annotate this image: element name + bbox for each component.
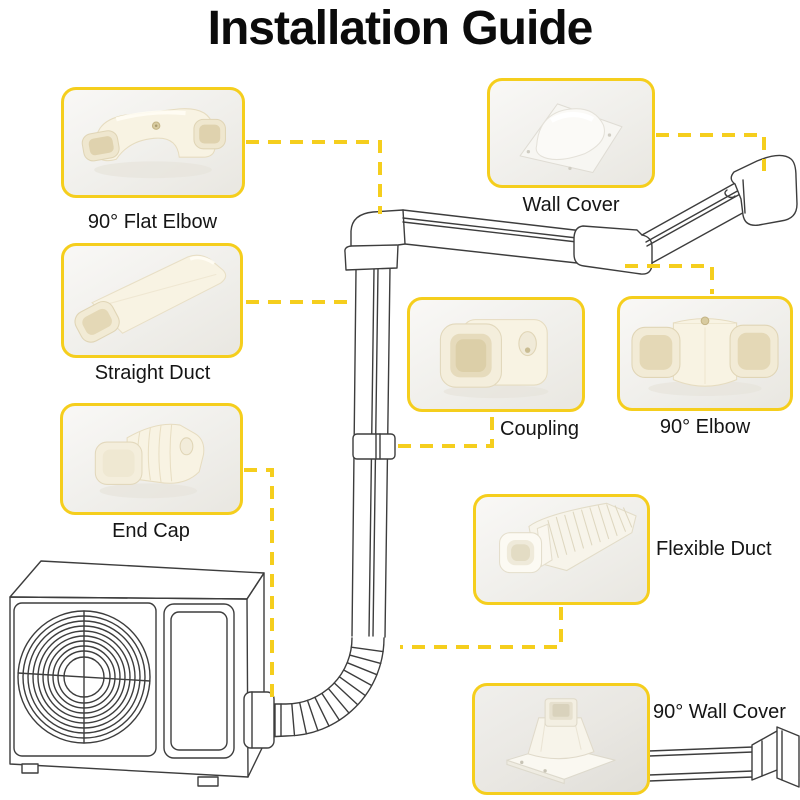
part-label-wall-cover: Wall Cover: [522, 194, 620, 216]
top-duct-drawing: [344, 154, 798, 275]
wall-cover-photo: [519, 103, 623, 174]
part-label-90-elbow: 90° Elbow: [659, 416, 751, 438]
part-label-straight-duct: Straight Duct: [94, 362, 211, 384]
part-box-90-wall-cover: [472, 683, 650, 795]
part-label-flexible-duct: Flexible Duct: [656, 538, 772, 560]
end-cap-drawing: [243, 691, 275, 749]
corner-elbow-drawing: [573, 225, 653, 275]
connector-end-cap: [244, 468, 274, 697]
part-label-90-flat-elbow: 90° Flat Elbow: [87, 211, 218, 233]
straight-duct-photo: [74, 254, 227, 343]
connector-elbow-90: [625, 264, 714, 294]
90-flat-elbow-photo: [81, 108, 226, 179]
part-box-coupling: [407, 297, 585, 412]
part-box-wall-cover: [487, 78, 655, 188]
connector-wall-cover: [656, 133, 766, 171]
flat-elbow-drawing: [344, 209, 406, 271]
part-label-90-wall-cover: 90° Wall Cover: [653, 701, 786, 723]
part-box-flexible-duct: [473, 494, 650, 605]
90-wall-cover-photo: [506, 698, 616, 785]
part-box-straight-duct: [61, 243, 243, 358]
90-elbow-photo: [631, 316, 779, 397]
end-cap-photo: [94, 423, 205, 499]
connector-flat-elbow: [246, 140, 382, 214]
wall-cover-drawing-top: [730, 154, 798, 226]
part-box-90-elbow: [617, 296, 793, 411]
connector-coupling: [398, 414, 494, 448]
wall-duct-drawing-bottom: [648, 726, 800, 788]
flexible-duct-photo: [499, 502, 637, 574]
vertical-duct-drawing: [351, 267, 396, 638]
wall-cover-90-drawing: [776, 726, 800, 788]
flexible-duct-drawing: [243, 637, 385, 749]
part-box-end-cap: [60, 403, 243, 515]
part-box-90-flat-elbow: [61, 87, 245, 198]
connector-flexible-duct: [400, 607, 563, 649]
fan-grille: [17, 610, 151, 744]
coupling-photo: [439, 319, 549, 399]
ac-unit-drawing: [9, 560, 265, 787]
coupling-drawing: [352, 433, 396, 460]
connector-dashes: [244, 133, 766, 697]
part-label-coupling: Coupling: [500, 418, 579, 440]
page-title: Installation Guide: [207, 2, 594, 55]
part-label-end-cap: End Cap: [112, 520, 190, 542]
